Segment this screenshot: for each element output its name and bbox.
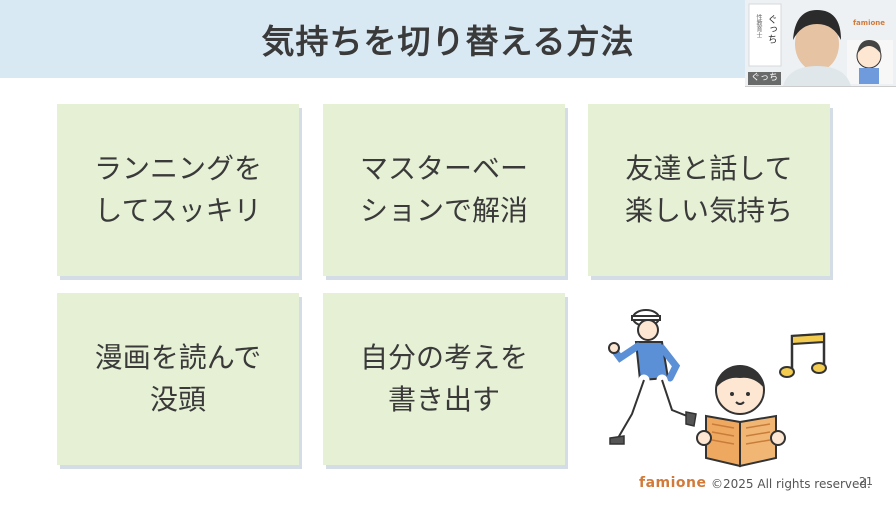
card-manga: 漫画を読んで 没頭 [57,293,299,465]
card-text: 自分の考えを 書き出す [359,341,528,416]
card-talk-friends: 友達と話して 楽しい気持ち [588,104,830,276]
webcam-overlay: famione ぐっち 性教育士 [745,0,896,87]
card-text: 友達と話して 楽しい気持ち [624,152,793,227]
music-note-icon [779,332,827,378]
webcam-background [745,0,896,86]
slide-title: 気持ちを切り替える方法 [261,22,635,61]
footer-copyright: ©2025 All rights reserved. [711,477,871,491]
boy-reading-icon [696,365,786,468]
webcam-sign-sub: 性教育士 [755,14,762,38]
webcam-name-tag: ぐっち [748,72,782,85]
card-write-thoughts: 自分の考えを 書き出す [323,293,565,465]
webcam-brand: famione [853,19,886,27]
card-text: ランニングを してスッキリ [93,152,262,227]
running-man-icon [608,309,698,445]
footer-logo: famione [639,475,707,491]
card-masturbation: マスターベー ションで解消 [323,104,565,276]
card-running: ランニングを してスッキリ [57,104,299,276]
card-text: マスターベー ションで解消 [359,152,528,227]
page-number: 21 [859,475,873,488]
webcam-sign: ぐっち [765,14,776,44]
card-text: 漫画を読んで 没頭 [94,341,262,416]
